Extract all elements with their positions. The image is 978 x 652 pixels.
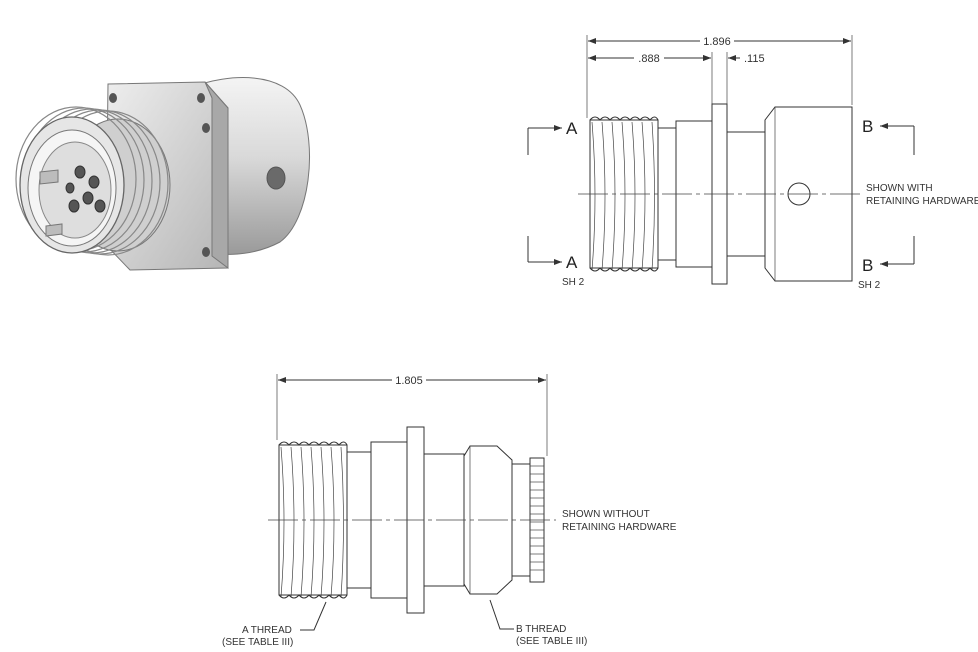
flange-hole-icon bbox=[202, 247, 210, 257]
a-thread-reference: (SEE TABLE III) bbox=[222, 637, 293, 648]
section-a-sheet: SH 2 bbox=[562, 277, 585, 288]
flange-hole-icon bbox=[109, 93, 117, 103]
flange-hole-icon bbox=[197, 93, 205, 103]
side-view: 1.896 .888 .115 A A SH bbox=[527, 34, 978, 291]
body-hole-icon bbox=[266, 166, 286, 190]
flange-hole-icon bbox=[202, 123, 210, 133]
bottom-view-note-line2: RETAINING HARDWARE bbox=[562, 522, 677, 533]
dim-left-length: .888 bbox=[638, 53, 659, 65]
dim-bottom-overall-length: 1.805 bbox=[395, 375, 423, 387]
section-b-label-bottom: B bbox=[862, 256, 873, 275]
b-thread-label: B THREAD bbox=[516, 624, 566, 635]
bottom-view-note-line1: SHOWN WITHOUT bbox=[562, 509, 650, 520]
side-view-note-line2: RETAINING HARDWARE bbox=[866, 196, 978, 207]
contact-pins bbox=[65, 165, 106, 213]
section-b-label-top: B bbox=[862, 117, 873, 136]
thread-lines bbox=[591, 121, 655, 271]
b-thread-leader bbox=[489, 599, 514, 630]
dim-overall-length: 1.896 bbox=[703, 36, 731, 48]
b-thread-reference: (SEE TABLE III) bbox=[516, 636, 587, 647]
side-view-note-line1: SHOWN WITH bbox=[866, 183, 933, 194]
bottom-view: 1.805 SHOWN WITHOUT RET bbox=[222, 373, 677, 648]
a-thread-label: A THREAD bbox=[242, 625, 292, 636]
a-thread-leader bbox=[300, 601, 327, 631]
section-a-label-top: A bbox=[566, 119, 578, 138]
dim-flange-width: .115 bbox=[744, 53, 765, 65]
thread-lines bbox=[280, 446, 344, 598]
section-a-label-bottom: A bbox=[566, 253, 578, 272]
isometric-connector-render bbox=[15, 77, 310, 271]
knurl-lines bbox=[530, 465, 544, 571]
section-b-sheet: SH 2 bbox=[858, 280, 881, 291]
